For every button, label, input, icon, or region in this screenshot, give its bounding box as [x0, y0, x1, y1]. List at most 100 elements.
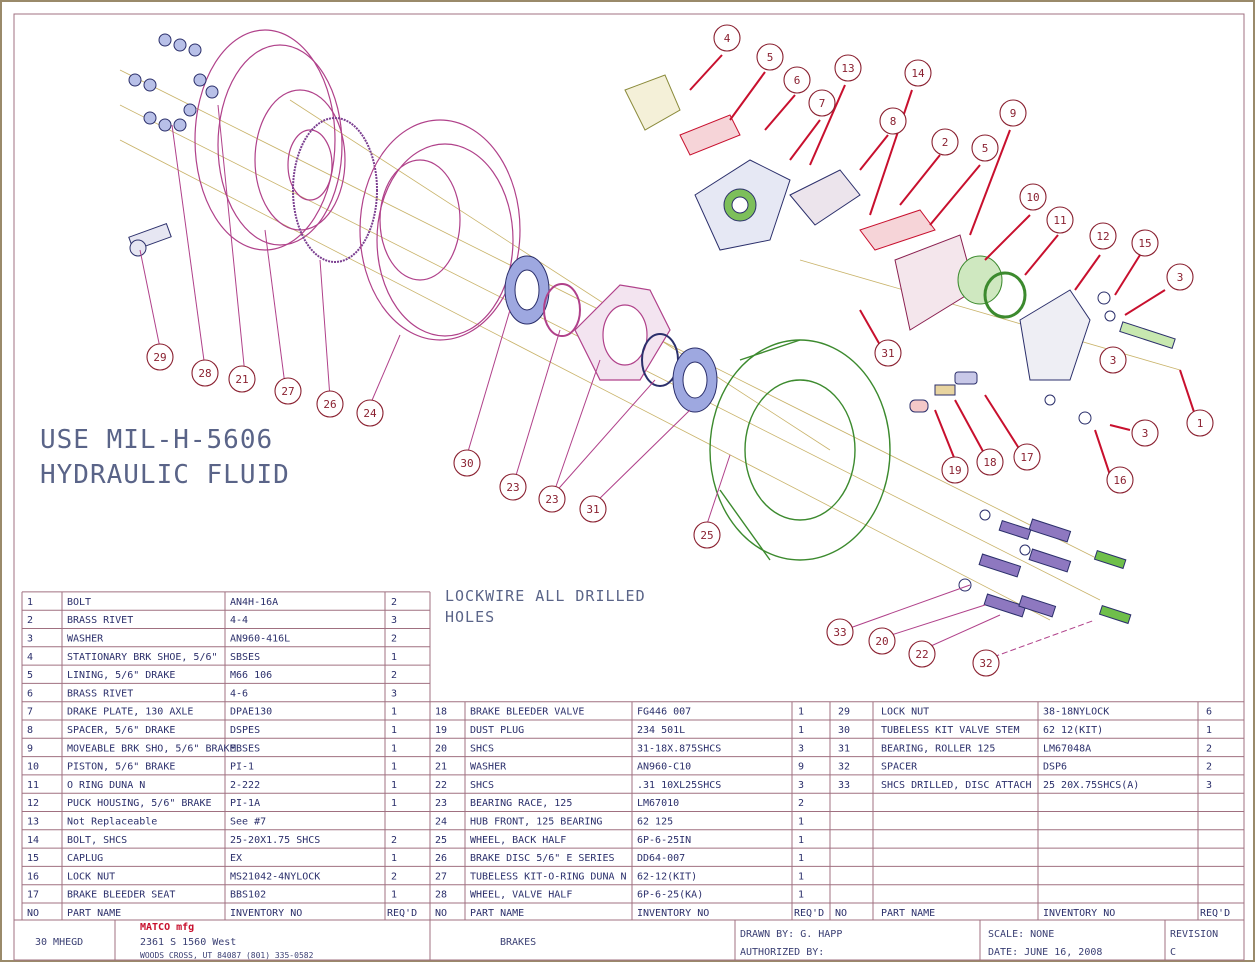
bom-header-inv: INVENTORY NO	[1043, 908, 1115, 919]
bom-qty: 1	[798, 853, 804, 864]
callout-label: 28	[198, 367, 211, 380]
drawing-date: DATE: JUNE 16, 2008	[988, 947, 1102, 958]
bom-no: 17	[27, 890, 39, 901]
bom-no: 1	[27, 597, 33, 608]
bom-no: 4	[27, 652, 33, 663]
bom-inv: AN4H-16A	[230, 597, 278, 608]
bom-inv: 6P-6-25(KA)	[637, 890, 703, 901]
callout-label: 16	[1113, 474, 1126, 487]
bom-name: LINING, 5/6" DRAKE	[67, 670, 175, 681]
callout-28: 28	[191, 359, 219, 387]
callout-circle	[274, 377, 302, 405]
bom-qty: 2	[391, 597, 397, 608]
callout-label: 4	[724, 32, 731, 45]
bom-name: PUCK HOUSING, 5/6" BRAKE	[67, 798, 212, 809]
bom-inv: 234 501L	[637, 725, 685, 736]
callout-2: 2	[931, 128, 959, 156]
bom-name: SHCS DRILLED, DISC ATTACH	[881, 780, 1032, 791]
callout-circle	[499, 473, 527, 501]
bom-no: 19	[435, 725, 447, 736]
bom-inv: 25 20X.75SHCS(A)	[1043, 780, 1139, 791]
bom-no: 30	[838, 725, 850, 736]
bom-header-no: NO	[835, 908, 847, 919]
bom-no: 14	[27, 835, 39, 846]
callout-23: 23	[499, 473, 527, 501]
bom-name: BRAKE BLEEDER SEAT	[67, 890, 175, 901]
bom-inv: 4-4	[230, 615, 248, 626]
bom-no: 13	[27, 817, 39, 828]
callout-label: 1	[1197, 417, 1204, 430]
callout-circle	[874, 339, 902, 367]
callout-label: 32	[979, 657, 992, 670]
callout-label: 3	[1142, 427, 1149, 440]
callout-label: 14	[911, 67, 925, 80]
bom-header-no: NO	[435, 908, 447, 919]
callout-14: 14	[904, 59, 932, 87]
bom-name: O RING DUNA N	[67, 780, 145, 791]
bom-header-qty: REQ'D	[1200, 908, 1230, 919]
bom-no: 16	[27, 871, 39, 882]
brake-plate	[694, 159, 791, 251]
company-city: WOODS CROSS, UT 84087 (801) 335-0582	[140, 951, 314, 960]
bom-qty: 3	[798, 780, 804, 791]
bom-inv: MBSES	[230, 743, 260, 754]
callout-circle	[1106, 466, 1134, 494]
bom-name: PISTON, 5/6" BRAKE	[67, 762, 175, 773]
callout-27: 27	[274, 377, 302, 405]
callout-3: 3	[1099, 346, 1127, 374]
callout-circle	[826, 618, 854, 646]
bom-inv: FG446 007	[637, 707, 691, 718]
bom-no: 3	[27, 634, 33, 645]
bom-qty: 3	[1206, 780, 1212, 791]
bom-name: BOLT	[67, 597, 91, 608]
bom-name: WHEEL, VALVE HALF	[470, 890, 572, 901]
revision-value: C	[1170, 947, 1176, 958]
callout-4: 4	[713, 24, 741, 52]
callout-19: 19	[941, 456, 969, 484]
callout-circle	[453, 449, 481, 477]
bom-name: TUBELESS KIT VALVE STEM	[881, 725, 1019, 736]
bom-qty: 3	[391, 688, 397, 699]
bom-header-name: PART NAME	[470, 908, 524, 919]
bom-name: Not Replaceable	[67, 817, 157, 828]
callout-33: 33	[826, 618, 854, 646]
bom-qty: 1	[798, 817, 804, 828]
callout-31: 31	[874, 339, 902, 367]
bom-no: 33	[838, 780, 850, 791]
bleeder-valve	[909, 371, 978, 413]
bom-no: 9	[27, 743, 33, 754]
callout-22: 22	[908, 640, 936, 668]
bom-qty: 1	[798, 707, 804, 718]
bom-qty: 1	[391, 798, 397, 809]
bom-qty: 6	[1206, 707, 1212, 718]
callout-label: 6	[794, 74, 801, 87]
callout-12: 12	[1089, 222, 1117, 250]
callout-circle	[356, 399, 384, 427]
callout-13: 13	[834, 54, 862, 82]
bom-no: 2	[27, 615, 33, 626]
note-lockwire-line2: HOLES	[445, 608, 495, 626]
bom-inv: BBS102	[230, 890, 266, 901]
callout-25: 25	[693, 521, 721, 549]
bearing-cone-left	[504, 255, 550, 325]
callout-circle	[756, 43, 784, 71]
callout-label: 31	[586, 503, 599, 516]
bom-header-name: PART NAME	[881, 908, 935, 919]
bom-inv: 38-18NYLOCK	[1043, 707, 1109, 718]
bom-qty: 1	[798, 835, 804, 846]
callout-circle	[868, 627, 896, 655]
bom-qty: 9	[798, 762, 804, 773]
note-lockwire-line1: LOCKWIRE ALL DRILLED	[445, 587, 646, 605]
bom-inv: 62 125	[637, 817, 673, 828]
brake-disc	[709, 339, 891, 561]
callout-circle	[1099, 346, 1127, 374]
bom-name: BOLT, SHCS	[67, 835, 127, 846]
bom-inv: EX	[230, 853, 242, 864]
callout-29: 29	[146, 343, 174, 371]
